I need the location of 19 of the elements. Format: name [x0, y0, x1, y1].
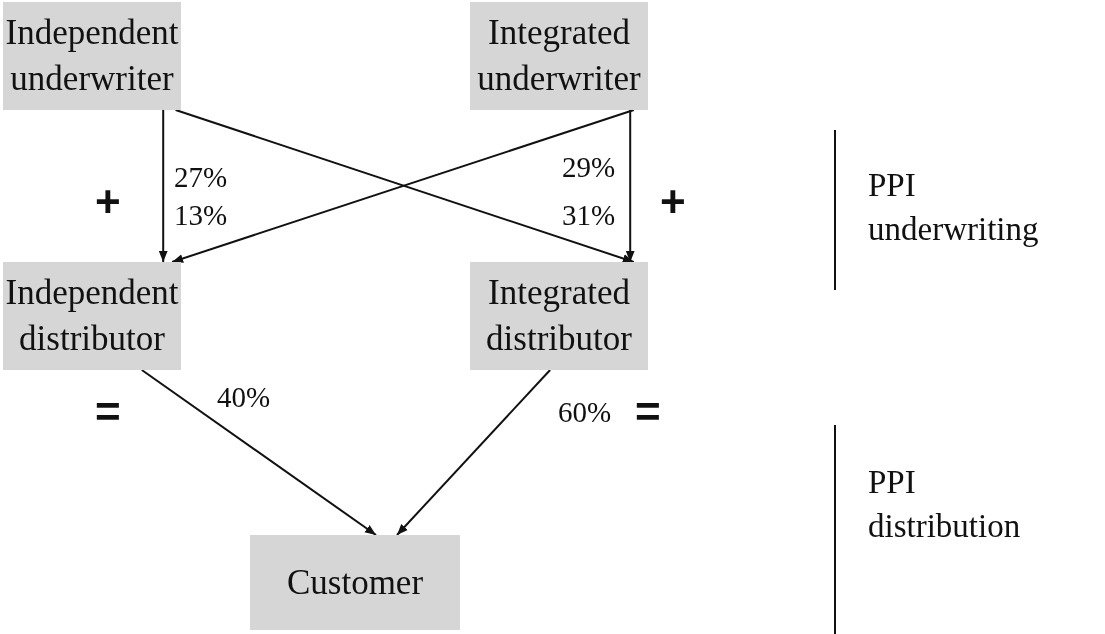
equals-sign: = — [635, 390, 661, 434]
arrow — [140, 369, 377, 536]
node-box — [470, 2, 648, 110]
node-label: Independent underwriter — [4, 12, 180, 100]
plus-sign: + — [95, 180, 121, 224]
node-box — [3, 2, 181, 110]
node-box — [250, 535, 460, 630]
node-box — [3, 262, 181, 370]
node-label: Integrated underwriter — [476, 12, 642, 100]
node-label: Independent distributor — [4, 272, 180, 360]
section-label: PPI underwriting — [868, 166, 1040, 249]
node-label: Integrated distributor — [485, 272, 633, 360]
section-label: PPI distribution — [868, 463, 1022, 546]
arrow — [396, 369, 552, 536]
node-box — [470, 262, 648, 370]
node-label: Customer — [286, 561, 424, 604]
arrow — [158, 109, 168, 263]
equals-sign: = — [95, 390, 121, 434]
plus-sign: + — [660, 180, 686, 224]
